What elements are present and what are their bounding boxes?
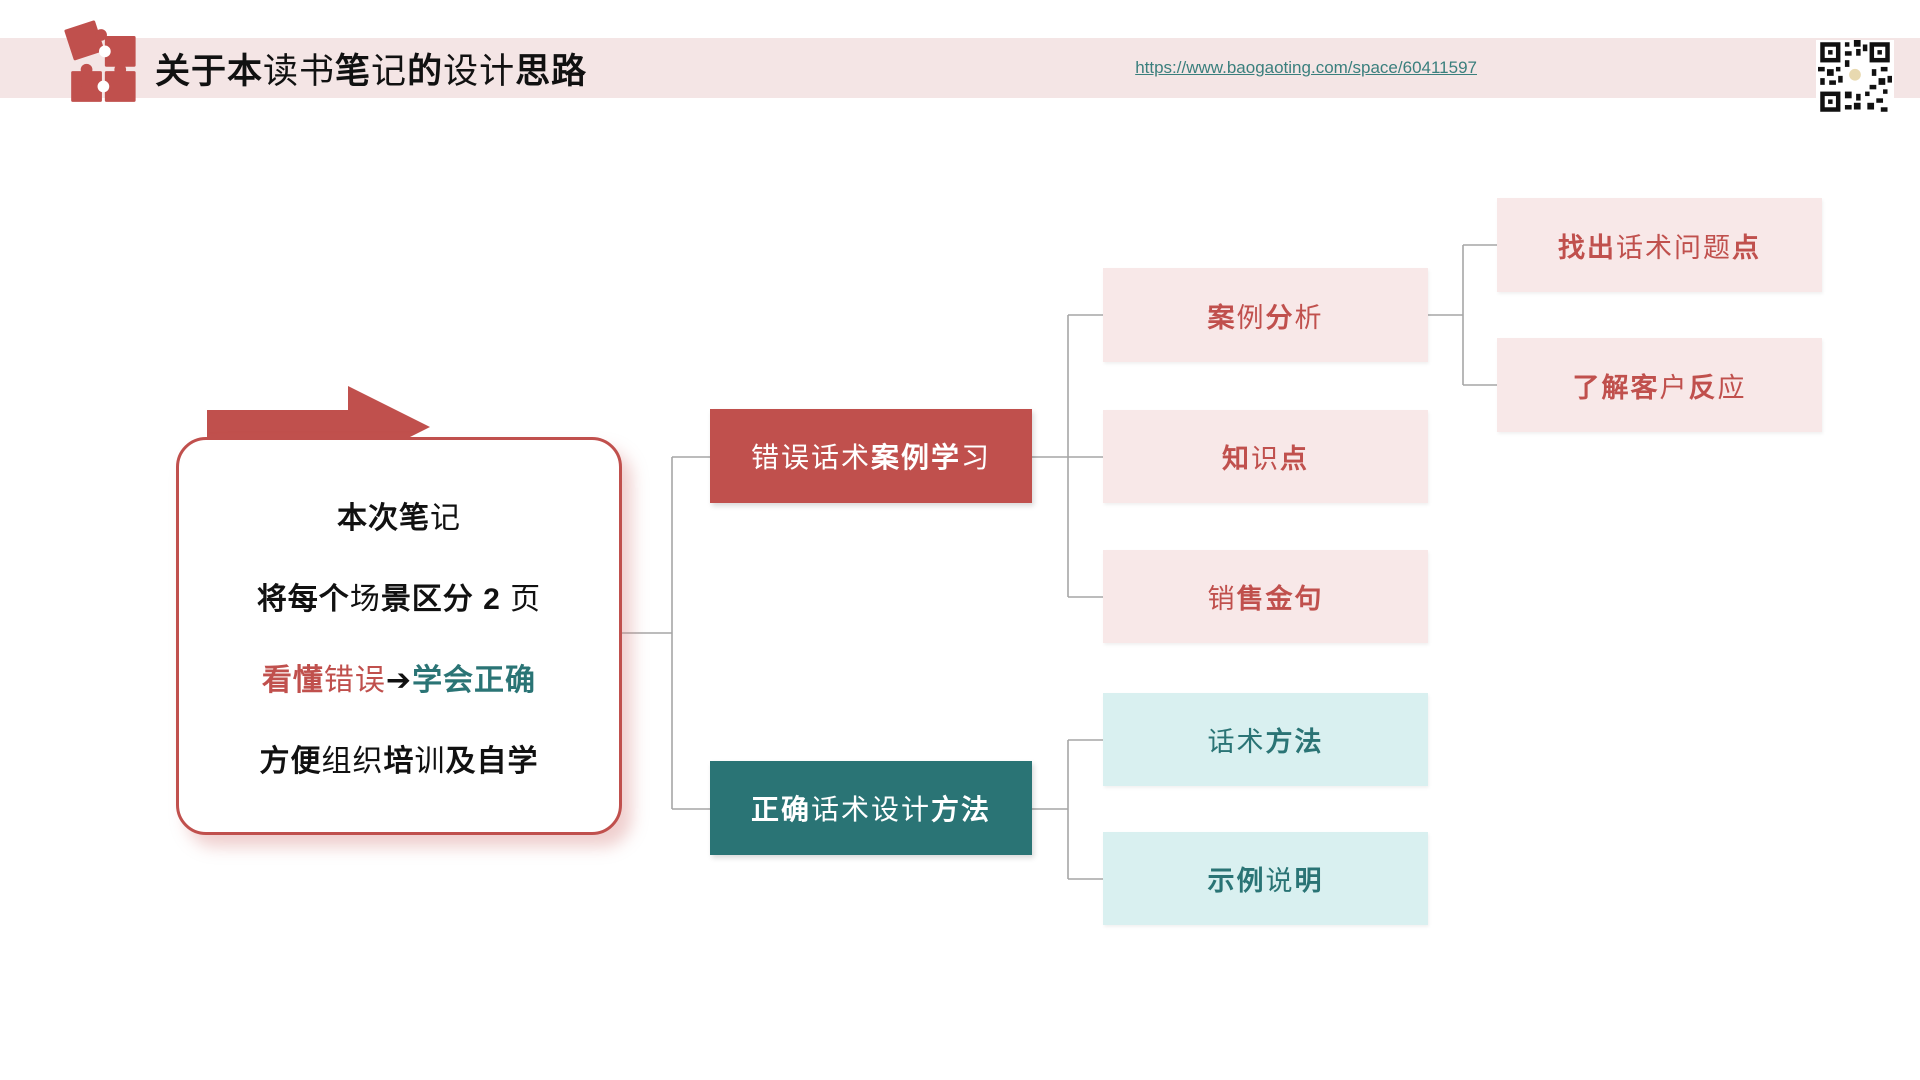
node-knowledge-point: 知识点 [1103,410,1428,503]
node-case-analysis: 案例分析 [1103,268,1428,362]
root-line-1: 本次笔记 [337,501,461,535]
node-sales-quotes: 销售金句 [1103,550,1428,643]
qr-code [1816,40,1894,114]
header-band [0,38,1920,98]
puzzle-logo-icon [64,20,136,102]
node-script-method: 话术方法 [1103,693,1428,786]
root-line-4: 方便组织培训及自学 [259,744,539,778]
node-customer-reaction: 了解客户反应 [1497,338,1822,432]
node-wrong-script-branch: 错误话术案例学习 [710,409,1032,503]
root-note-box: 本次笔记 将每个场景区分 2 页 看懂错误➔学会正确 方便组织培训及自学 [176,437,622,835]
node-find-problem: 找出话术问题点 [1497,198,1822,292]
root-line-2: 将每个场景区分 2 页 [256,582,542,616]
root-line-3: 看懂错误➔学会正确 [261,663,537,697]
node-example-explain: 示例说明 [1103,832,1428,925]
page-title: 关于本读书笔记的设计思路 [155,51,588,91]
node-right-script-branch: 正确话术设计方法 [710,761,1032,855]
header-link[interactable]: https://www.baogaoting.com/space/6041159… [1135,58,1477,77]
